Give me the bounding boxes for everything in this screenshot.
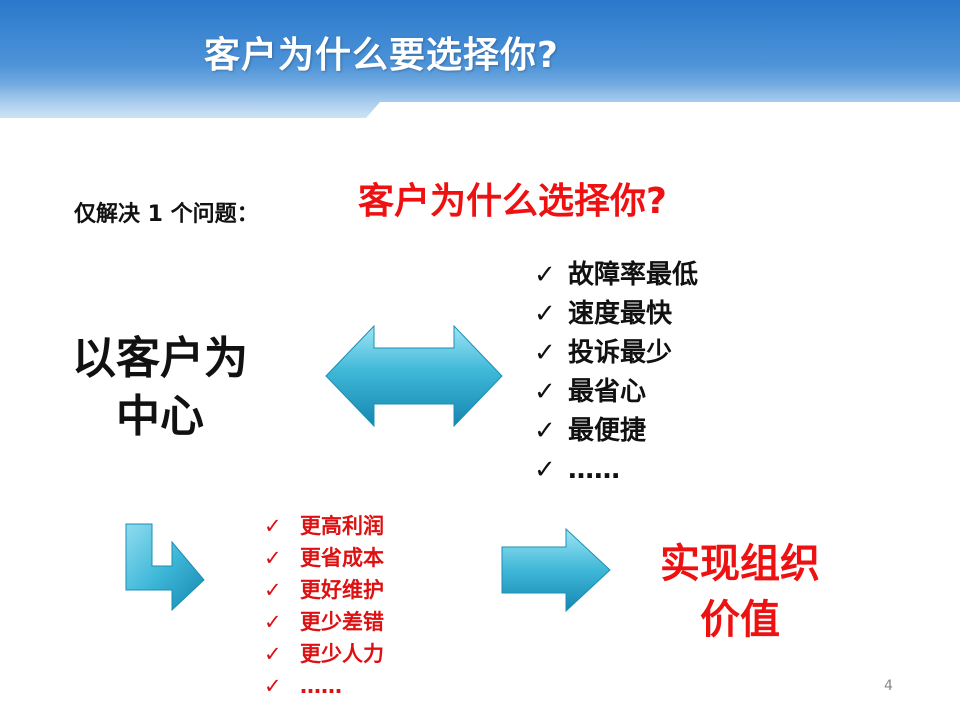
benefit-text: 最便捷	[568, 416, 647, 446]
check-icon: ✓	[264, 674, 282, 698]
title-banner-background	[0, 0, 960, 118]
customer-centric-label-line1: 以客户为	[72, 333, 248, 384]
value-list: ✓ 更高利润 ✓ 更省成本 ✓ 更好维护 ✓ 更少差错 ✓ 更少人力 ✓ ……	[264, 510, 384, 702]
list-item: ✓ 更好维护	[264, 574, 384, 606]
value-text: 更好维护	[300, 578, 384, 602]
check-icon: ✓	[264, 642, 282, 666]
page-number: 4	[884, 678, 893, 694]
benefit-text: ……	[568, 455, 620, 485]
check-icon: ✓	[534, 260, 556, 290]
question-prefix: 仅解决 1 个问题：	[74, 202, 259, 227]
value-text: 更少差错	[300, 610, 384, 634]
list-item: ✓ ……	[264, 670, 384, 702]
value-text: 更少人力	[300, 642, 384, 666]
slide-title: 客户为什么要选择你?	[204, 35, 559, 76]
value-text: 更省成本	[300, 546, 384, 570]
check-icon: ✓	[534, 299, 556, 329]
benefit-text: 速度最快	[568, 299, 673, 329]
value-text: 更高利润	[300, 514, 384, 538]
organization-value-line1: 实现组织	[660, 541, 820, 587]
organization-value-label: 实现组织 价值	[630, 536, 850, 648]
title-banner: 客户为什么要选择你?	[0, 0, 960, 120]
check-icon: ✓	[534, 377, 556, 407]
customer-centric-label: 以客户为 中心	[60, 330, 260, 446]
bent-arrow-icon	[125, 523, 205, 612]
question-headline: 客户为什么选择你?	[358, 181, 667, 222]
list-item: ✓ 投诉最少	[534, 334, 698, 373]
check-icon: ✓	[264, 578, 282, 602]
customer-centric-label-line2: 中心	[116, 391, 204, 442]
benefit-list: ✓ 故障率最低 ✓ 速度最快 ✓ 投诉最少 ✓ 最省心 ✓ 最便捷 ✓ ……	[534, 256, 698, 490]
double-arrow-icon	[325, 324, 503, 428]
list-item: ✓ 更高利润	[264, 510, 384, 542]
list-item: ✓ 更少差错	[264, 606, 384, 638]
check-icon: ✓	[264, 546, 282, 570]
check-icon: ✓	[534, 455, 556, 485]
benefit-text: 最省心	[568, 377, 647, 407]
list-item: ✓ 更少人力	[264, 638, 384, 670]
check-icon: ✓	[264, 610, 282, 634]
list-item: ✓ ……	[534, 451, 698, 490]
list-item: ✓ 最省心	[534, 373, 698, 412]
list-item: ✓ 故障率最低	[534, 256, 698, 295]
organization-value-line2: 价值	[700, 597, 780, 643]
check-icon: ✓	[534, 416, 556, 446]
list-item: ✓ 最便捷	[534, 412, 698, 451]
check-icon: ✓	[264, 514, 282, 538]
list-item: ✓ 更省成本	[264, 542, 384, 574]
right-arrow-icon	[501, 527, 611, 613]
benefit-text: 故障率最低	[568, 260, 699, 290]
benefit-text: 投诉最少	[568, 338, 673, 368]
list-item: ✓ 速度最快	[534, 295, 698, 334]
check-icon: ✓	[534, 338, 556, 368]
value-text: ……	[300, 674, 342, 698]
